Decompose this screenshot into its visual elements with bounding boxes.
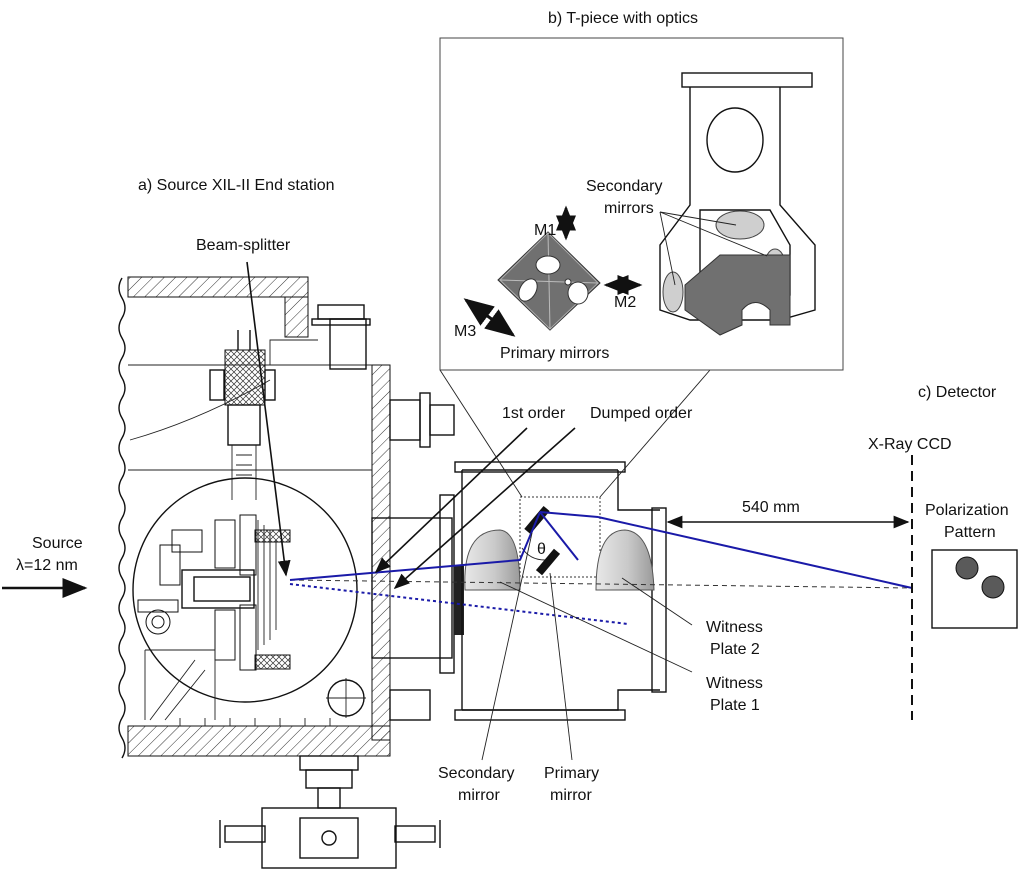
beam-paths: [289, 511, 913, 625]
polarization-spot-2: [981, 575, 1005, 599]
beam-splitter-pointer: [246, 261, 291, 577]
dumped-order-beam: [289, 583, 629, 625]
primary-mirrors-label: Primary mirrors: [500, 345, 609, 362]
secondary-mirror-label: Secondary: [438, 765, 515, 782]
section-source-title: a) Source XIL-II End station: [138, 177, 335, 194]
chamber-cut-edge: [118, 277, 126, 759]
chamber-right-wall: [371, 364, 391, 741]
chamber-bottom-wall: [127, 725, 391, 757]
optical-axis: [289, 579, 913, 589]
witness-plate-1-sub: Plate 1: [710, 697, 760, 714]
source-label: Source: [32, 535, 83, 552]
first-order-label: 1st order: [502, 405, 566, 422]
polarization-label: Polarization: [925, 502, 1009, 519]
t-piece-outlet-flange: [651, 507, 667, 693]
m3-arrow: [463, 298, 516, 337]
top-port-flange: [317, 304, 365, 320]
first-order-pointer: [374, 427, 528, 574]
witness-plate-2: [595, 529, 655, 591]
first-order-beam: [289, 559, 521, 581]
primary-mirror-label: Primary: [544, 765, 599, 782]
section-detector-title: c) Detector: [918, 384, 997, 401]
top-port: [706, 107, 764, 173]
pattern-label: Pattern: [944, 524, 996, 541]
dumped-order-label: Dumped order: [590, 405, 693, 422]
secondary-mirror-block: [684, 254, 791, 336]
t-piece-inlet-tube: [371, 517, 453, 659]
mirror-zoom-box: [519, 496, 601, 578]
source-chamber-window: [132, 477, 358, 703]
angle-label: θ: [537, 541, 546, 558]
wavelength-label: λ=12 nm: [16, 557, 78, 574]
bottom-manipulator: [219, 755, 441, 869]
witness-plate-1: [464, 529, 521, 591]
primary-mirror: [535, 548, 561, 576]
dumped-order-pointer: [393, 427, 576, 590]
section-optics-title: b) T-piece with optics: [548, 10, 698, 27]
polarization-spot-1: [955, 556, 979, 580]
m2-label: M2: [614, 294, 636, 311]
distance-label: 540 mm: [742, 499, 800, 516]
witness-plate-1-label: Witness: [706, 675, 763, 692]
secondary-mirrors-sub: mirrors: [604, 200, 654, 217]
m1-label: M1: [534, 222, 556, 239]
source-end-station: [118, 276, 455, 869]
t-piece-chamber: [371, 461, 667, 721]
witness-plate-2-label: Witness: [706, 619, 763, 636]
beam-splitter-assembly: [137, 514, 291, 671]
primary-mirror-sub: mirror: [550, 787, 592, 804]
secondary-mirror-sub: mirror: [458, 787, 500, 804]
reflected-beam: [597, 516, 913, 589]
m3-label: M3: [454, 323, 476, 340]
optics-inset: [439, 37, 844, 371]
xray-ccd-label: X-Ray CCD: [868, 436, 952, 453]
chamber-top-wall: [127, 276, 309, 298]
beam-splitter-label: Beam-splitter: [196, 237, 291, 254]
witness-plate-2-sub: Plate 2: [710, 641, 760, 658]
secondary-mirrors-label: Secondary: [586, 178, 663, 195]
